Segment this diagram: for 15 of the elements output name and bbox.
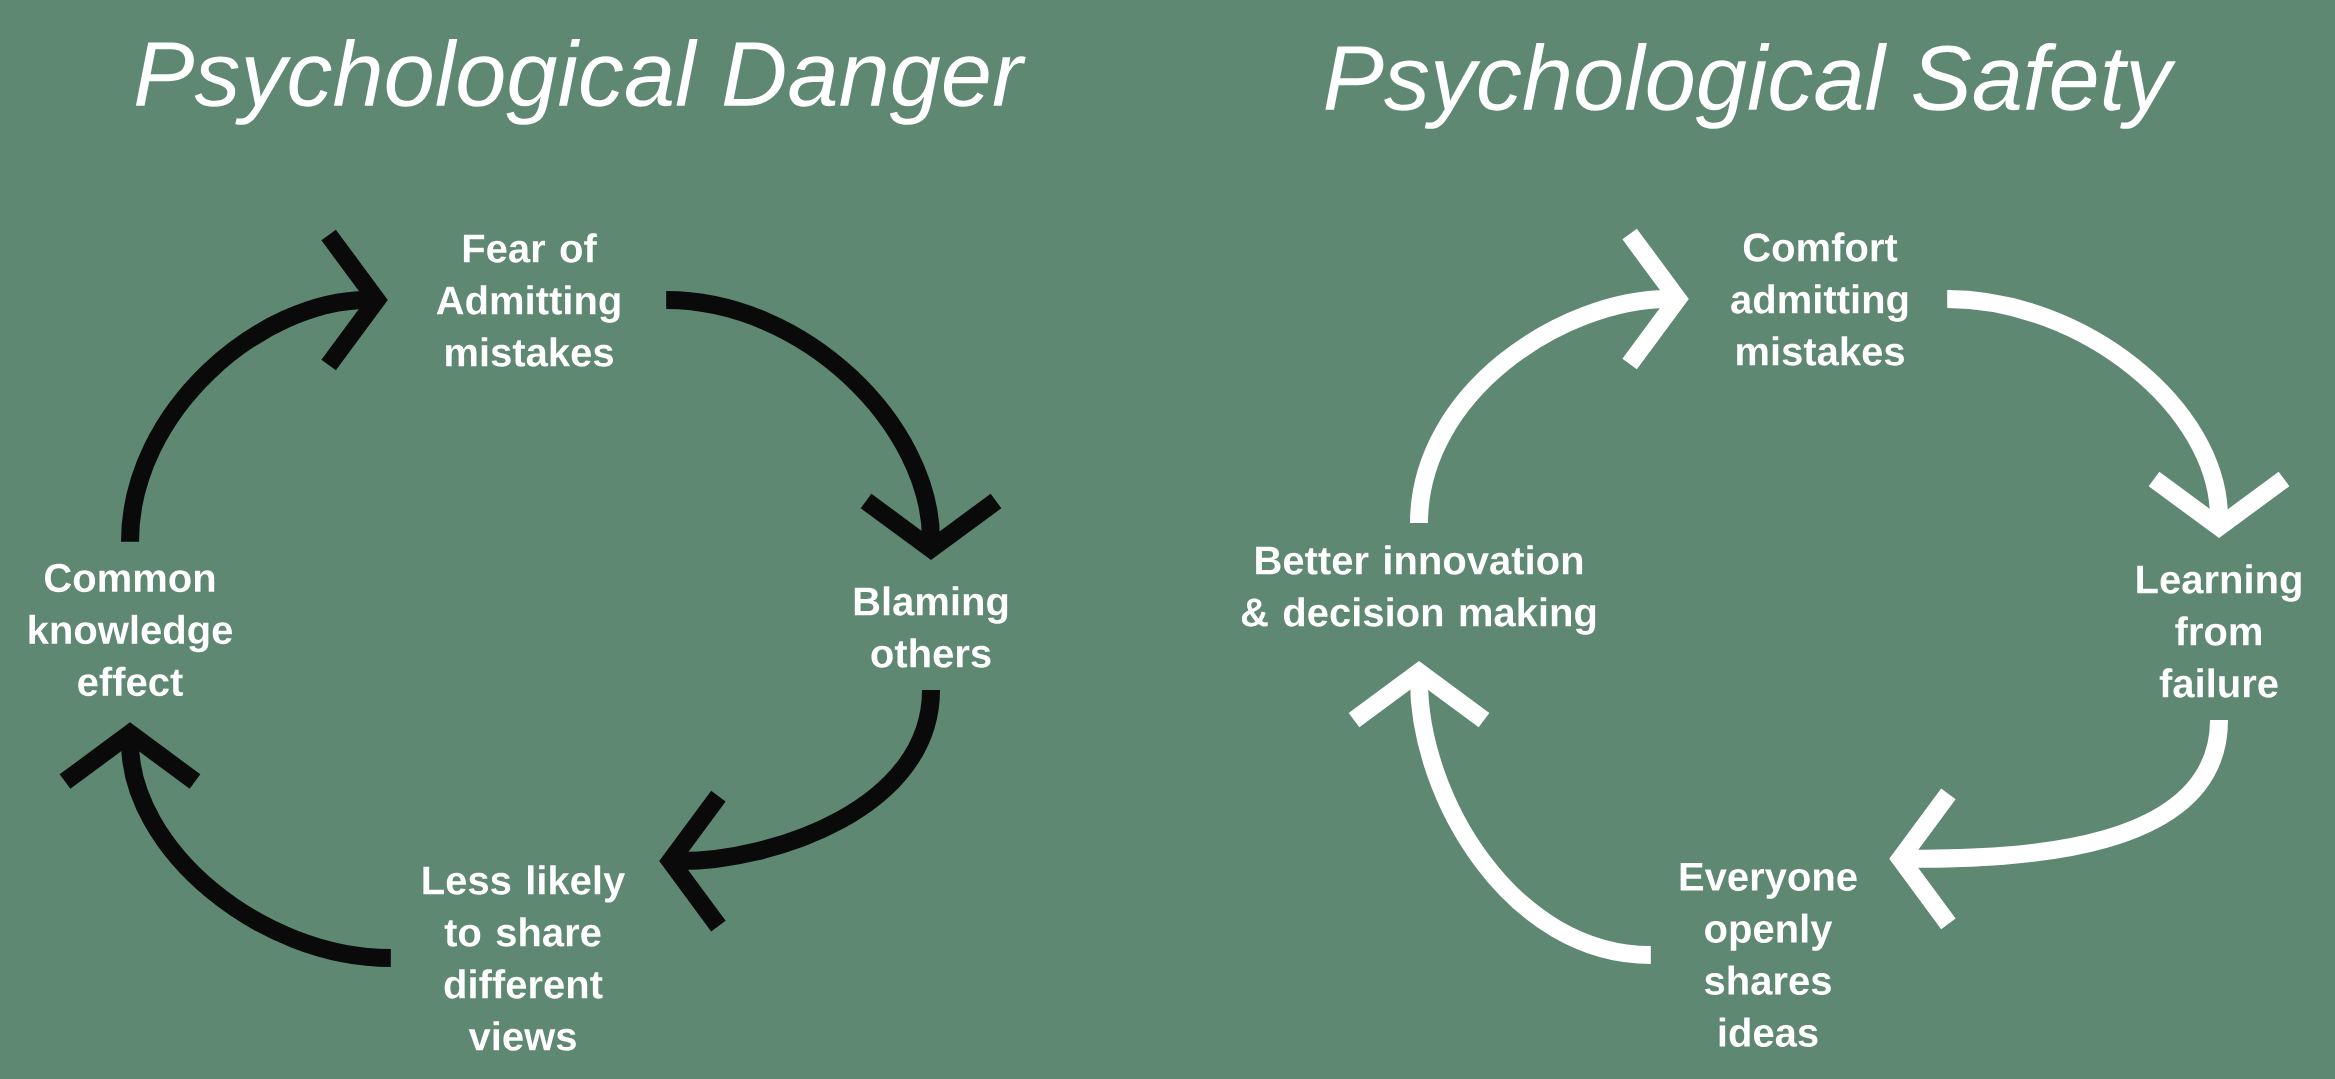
- cycle-step-label: Everyone openly shares ideas: [1680, 863, 1857, 1047]
- cycle-arrow: [59, 722, 392, 967]
- heading: Psychological Danger: [135, 39, 1026, 125]
- cycle-arrow: [1348, 660, 1652, 964]
- cycle-step-label: Less likely to share different views: [423, 865, 626, 1051]
- cycle-arrow: [1946, 290, 2290, 539]
- cycle-arrow: [1889, 718, 2228, 930]
- cycle-step-label: Learning from failure: [2137, 564, 2301, 698]
- cycle-step-label: Comfort admitting mistakes: [1731, 232, 1908, 366]
- cycle-step-label: Common knowledge effect: [29, 563, 232, 697]
- heading: Psychological Safety: [1325, 43, 2176, 129]
- cycle-arrow: [665, 291, 1002, 561]
- cycle-step-label: Blaming others: [854, 586, 1008, 668]
- cycle-step-label: Better innovation & decision making: [1241, 545, 1596, 635]
- cycle-step-label: Fear of Admitting mistakes: [436, 233, 620, 367]
